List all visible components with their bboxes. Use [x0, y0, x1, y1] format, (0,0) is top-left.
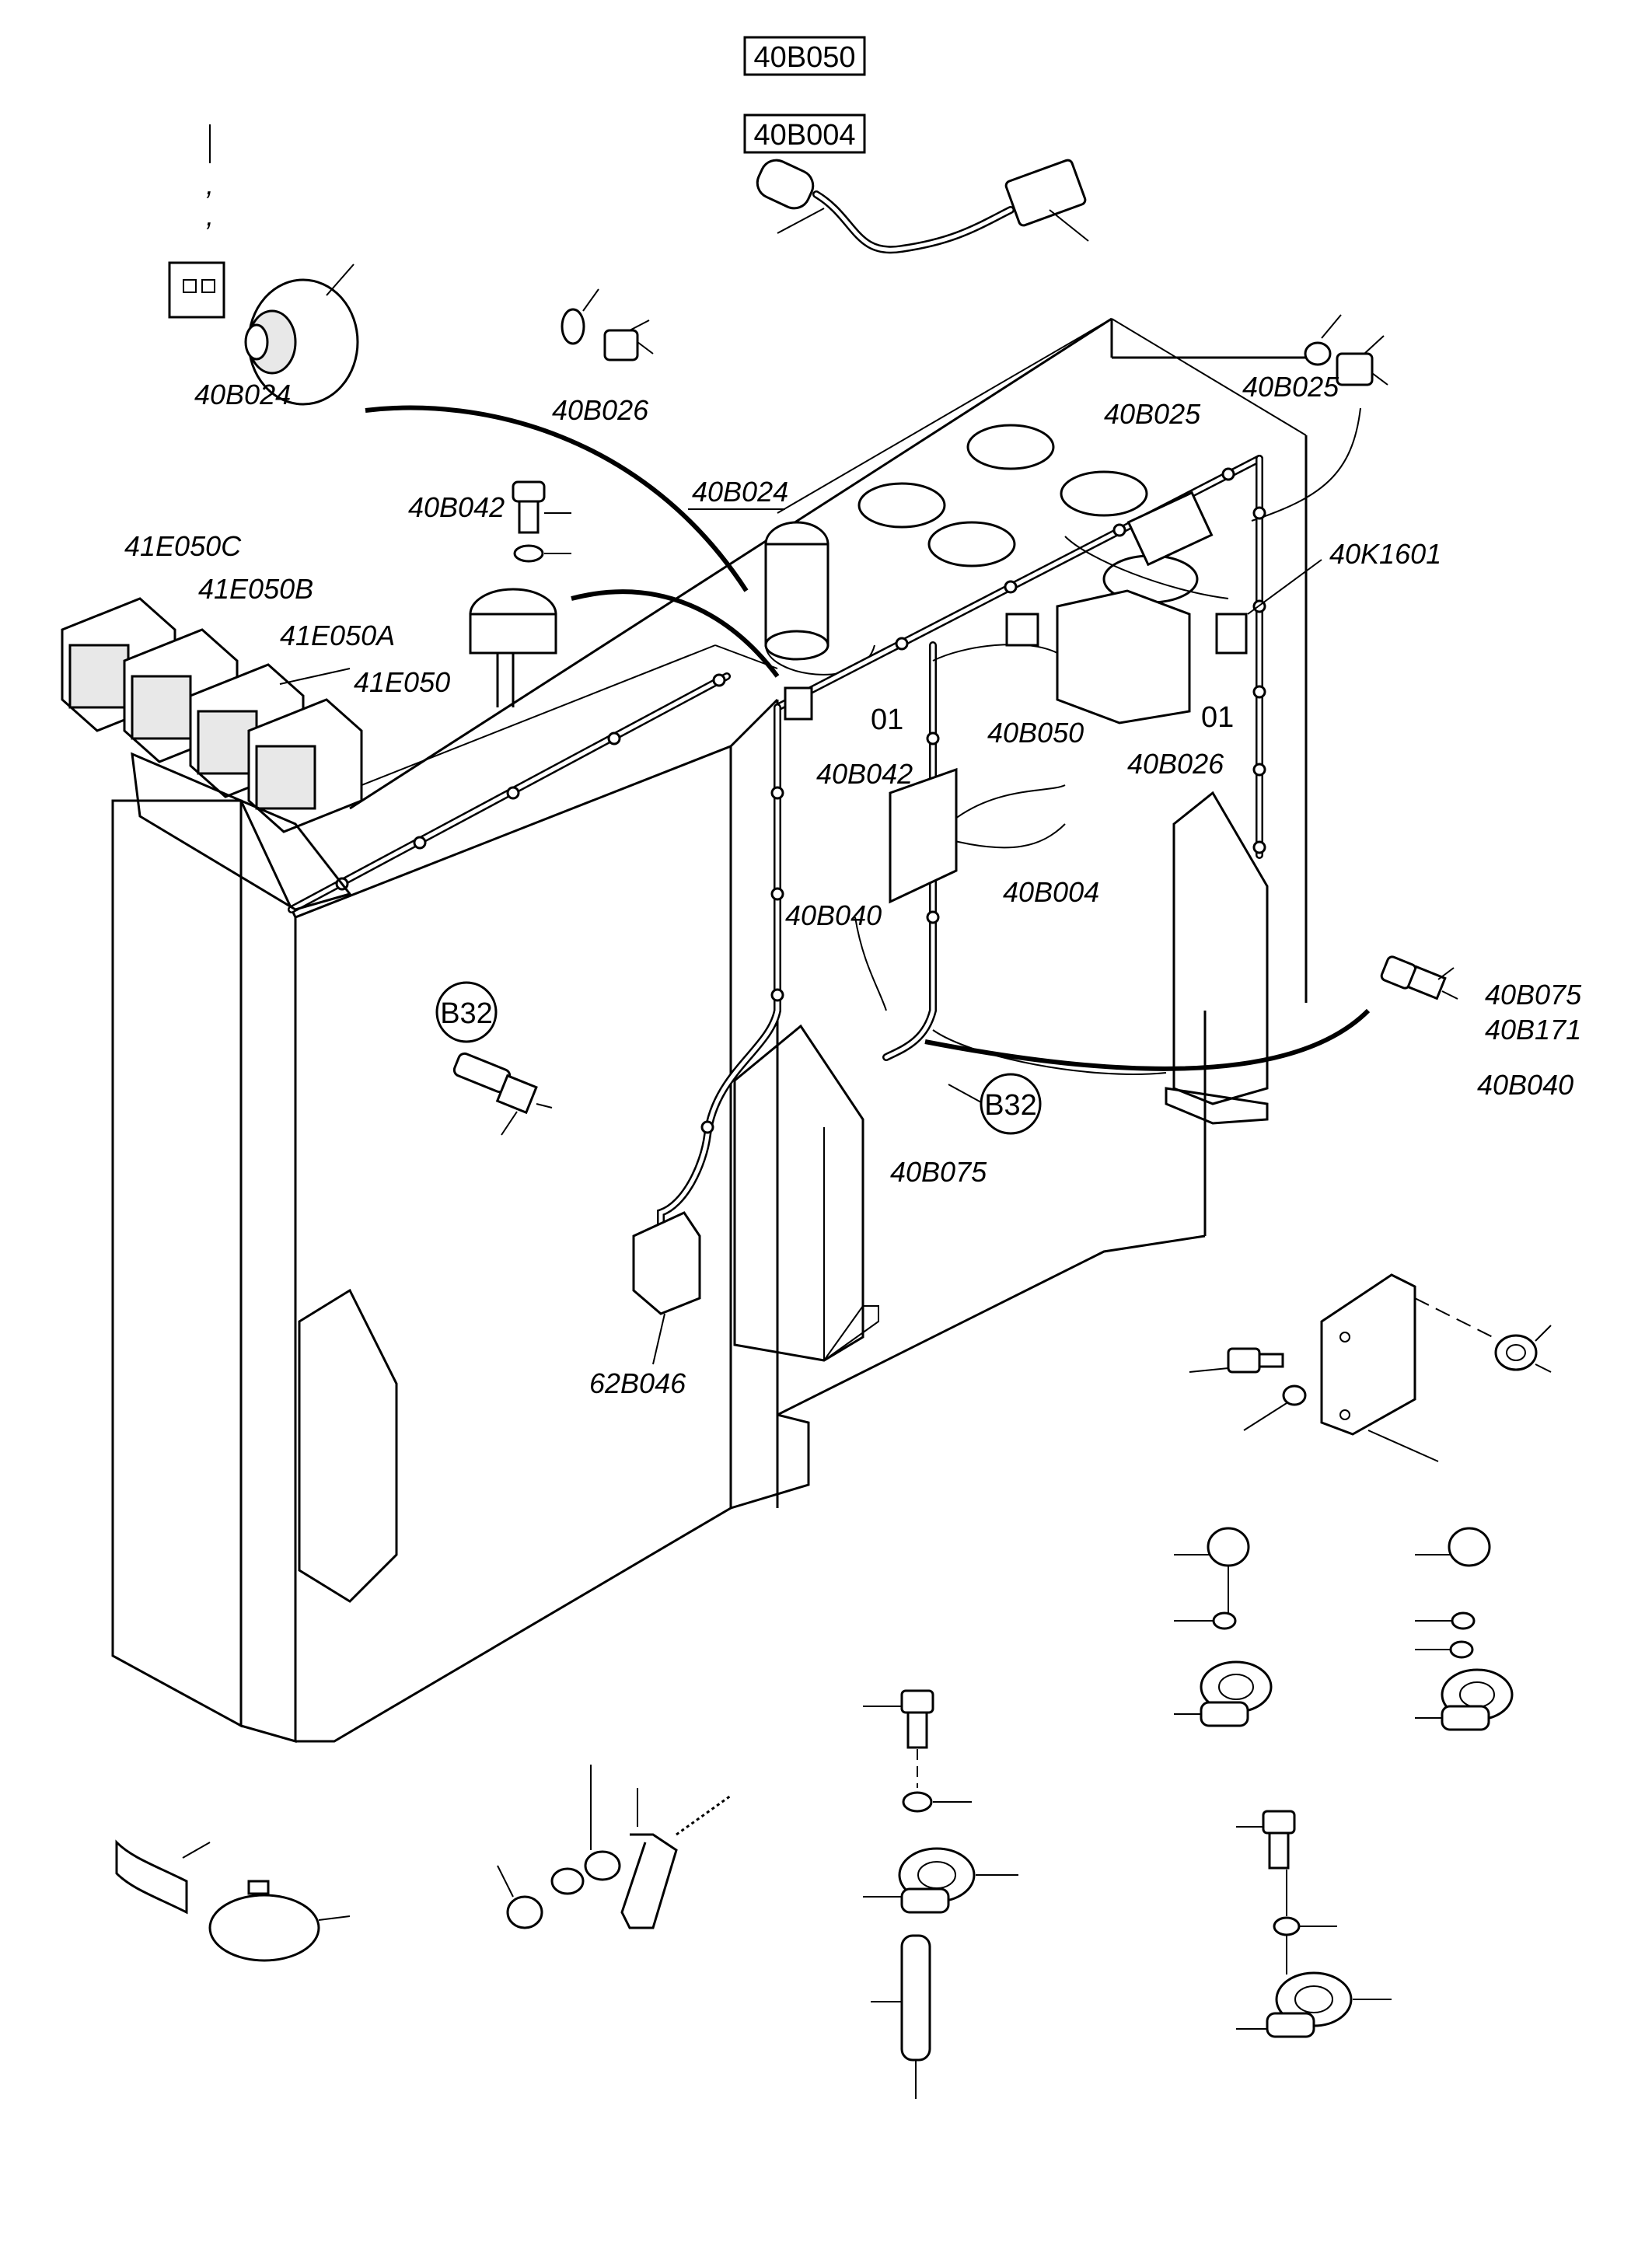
- leader-curve-b025: [1251, 407, 1361, 522]
- leader-curve-b024: [365, 405, 749, 592]
- label-wire-01-b: 01: [1201, 701, 1234, 734]
- label-41e050: 41E050: [354, 666, 450, 698]
- label-40b004-mid: 40B004: [1003, 876, 1099, 908]
- pressure-switch-icon: [561, 288, 654, 361]
- cable-clamp-icon: [1174, 1527, 1273, 1727]
- pressure-switch-icon: [1304, 314, 1388, 386]
- cable-clamp-icon: [863, 1689, 1018, 2099]
- header-code-40b004: 40B004: [743, 113, 866, 154]
- label-40b024-top: 40B024: [194, 379, 291, 410]
- harness-junction: [1126, 491, 1214, 567]
- mounting-plate: [889, 767, 958, 904]
- harness-junction: [1005, 613, 1039, 647]
- label-62b046: 62B046: [589, 1367, 686, 1399]
- relay-icon: [1215, 613, 1248, 655]
- callout-text: B32: [984, 1089, 1037, 1122]
- header-code-40b050: 40B050: [743, 36, 866, 76]
- label-40b075-mid: 40B075: [890, 1156, 987, 1188]
- svg-text:,: ,: [206, 169, 214, 201]
- leader-line: [948, 1084, 982, 1103]
- sensor-connector-icon: [756, 159, 1089, 254]
- callout-b32-left: B32: [435, 981, 498, 1043]
- leader-line: [279, 668, 351, 685]
- label-41e050a: 41E050A: [280, 620, 395, 651]
- bolt-icon: [469, 480, 571, 707]
- label-40b026-top: 40B026: [552, 394, 649, 426]
- label-40b075-right: 40B075: [1485, 979, 1582, 1011]
- label-40k1601: 40K1601: [1329, 538, 1441, 570]
- bracket-icon: [1189, 1273, 1552, 1462]
- cable-clamp-icon: [1236, 1810, 1392, 2038]
- header-code-text: 40B004: [753, 119, 855, 152]
- leader-line: [652, 1313, 665, 1365]
- nut-icon: [497, 1765, 732, 1929]
- label-40b050-mid: 40B050: [987, 717, 1084, 749]
- pressure-switch-icon: [1380, 955, 1458, 1000]
- temperature-sensor-icon: [452, 1052, 553, 1136]
- label-41e050c: 41E050C: [124, 530, 242, 562]
- work-lamp-icon: [61, 597, 363, 911]
- header-code-text: 40B050: [753, 41, 855, 74]
- label-40b024-mid: 40B024: [692, 476, 788, 508]
- machine-body: [111, 317, 1308, 1743]
- label-40b171-right: 40B171: [1485, 1014, 1581, 1046]
- callout-b32-right: B32: [980, 1073, 1042, 1135]
- label-wire-01-a: 01: [871, 704, 903, 736]
- svg-text:,: ,: [206, 200, 214, 232]
- leader-line: [1247, 559, 1322, 615]
- callout-text: B32: [440, 997, 493, 1030]
- cable-clamp-icon: [1415, 1527, 1514, 1731]
- filter-domes: [764, 424, 1199, 724]
- label-40b026-mid: 40B026: [1127, 748, 1224, 780]
- harness-junction: [784, 686, 813, 721]
- module-62b046-icon: [632, 1211, 701, 1315]
- label-40b025-mid: 40B025: [1104, 398, 1201, 430]
- label-40b040-mid: 40B040: [785, 899, 882, 931]
- cable-tie-icon: [115, 1839, 351, 1962]
- label-40b042-top: 40B042: [408, 491, 505, 523]
- label-41e050b: 41E050B: [198, 573, 313, 605]
- leader-curve-b075: [924, 1008, 1371, 1071]
- leader-curve-b042: [571, 589, 780, 678]
- label-40b040-right: 40B040: [1477, 1069, 1573, 1101]
- label-40b042-mid: 40B042: [816, 758, 913, 790]
- pressure-switch-icon: , ,: [168, 124, 359, 406]
- label-40b025-top: 40B025: [1242, 371, 1339, 403]
